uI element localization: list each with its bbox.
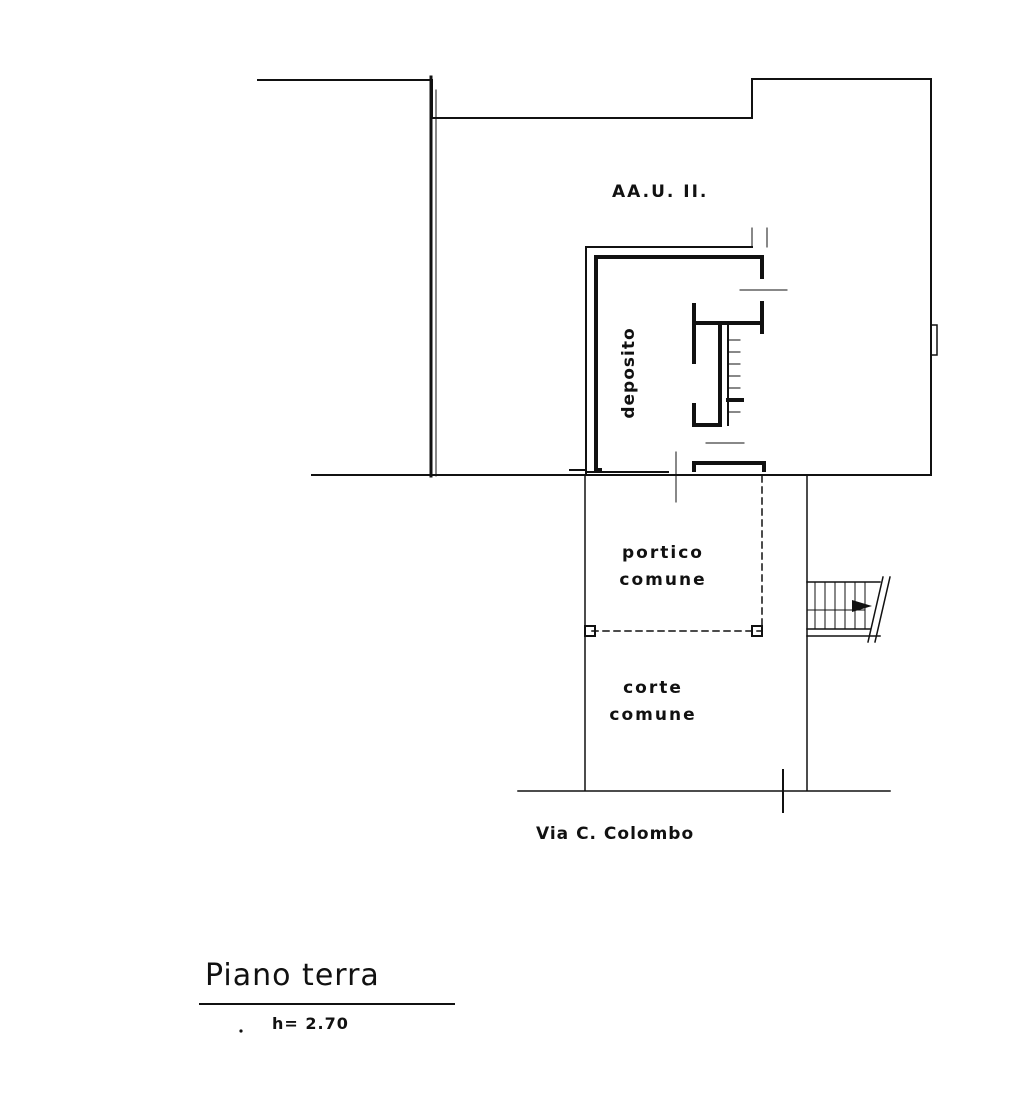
title-dot: [239, 1029, 243, 1033]
external-stair-break: [867, 576, 891, 643]
entrance-threshold: [692, 461, 766, 472]
room-label-portico: portico comune: [603, 540, 723, 594]
plan-height: h= 2.70: [272, 1014, 349, 1033]
corte-line-1: corte: [623, 678, 683, 698]
right-wall-bump: [930, 324, 938, 356]
deposito-inner-wall: [594, 255, 764, 472]
room-label-corte: corte comune: [603, 675, 703, 729]
portico-line-2: comune: [619, 570, 707, 590]
portico-line-1: portico: [622, 543, 704, 563]
room-label-aau: AA.U. II.: [612, 182, 709, 202]
external-stair-arrow: [852, 600, 872, 612]
deposito-outer-wall: [585, 246, 753, 476]
pillar-left: [584, 625, 596, 637]
pillar-right: [751, 625, 763, 637]
plan-title: Piano terra: [205, 958, 380, 993]
external-stair: [806, 581, 881, 637]
room-label-deposito: deposito: [619, 327, 639, 419]
street-label: Via C. Colombo: [536, 824, 695, 844]
deposito-bottom-left: [569, 469, 669, 473]
corte-line-2: comune: [609, 705, 697, 725]
